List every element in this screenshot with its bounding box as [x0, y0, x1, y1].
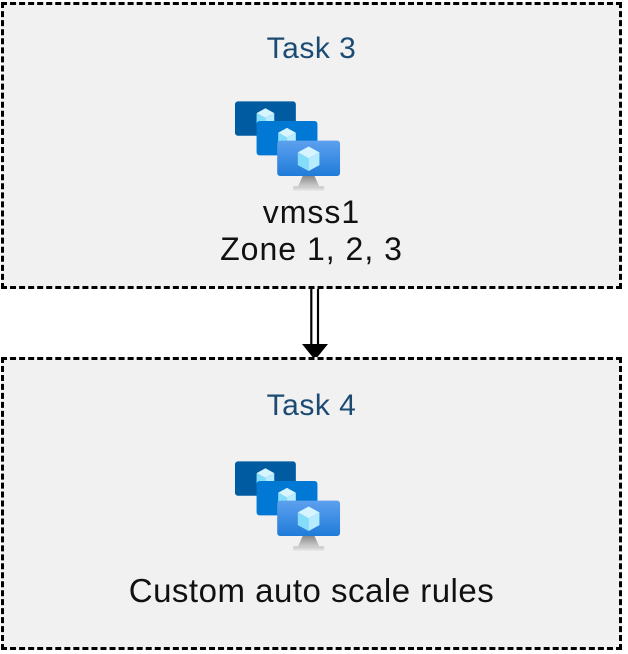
monitor-front — [277, 140, 341, 191]
monitor-stand-base — [292, 546, 325, 551]
arrow-head — [302, 344, 328, 360]
vmss-name-label: vmss1 — [262, 194, 361, 230]
autoscale-rules-label: Custom auto scale rules — [128, 572, 495, 609]
cube-icon — [297, 146, 320, 172]
zone-label: Zone 1, 2, 3 — [220, 231, 403, 267]
task3-caption: vmss1 Zone 1, 2, 3 — [4, 194, 619, 268]
cube-icon — [297, 506, 320, 532]
task3-box: Task 3 — [1, 2, 622, 289]
flow-arrow-down — [302, 289, 328, 360]
monitor-stand — [297, 535, 320, 547]
monitor-front — [277, 500, 341, 551]
task3-title: Task 3 — [266, 32, 357, 65]
vm-scale-sets-icon — [234, 101, 341, 191]
task4-title: Task 4 — [266, 389, 357, 422]
monitor-stand-base — [292, 186, 325, 191]
monitor-stand — [297, 175, 320, 187]
vm-scale-sets-icon — [234, 461, 341, 551]
task4-box: Task 4 — [1, 357, 622, 650]
task4-caption: Custom auto scale rules — [4, 572, 619, 609]
